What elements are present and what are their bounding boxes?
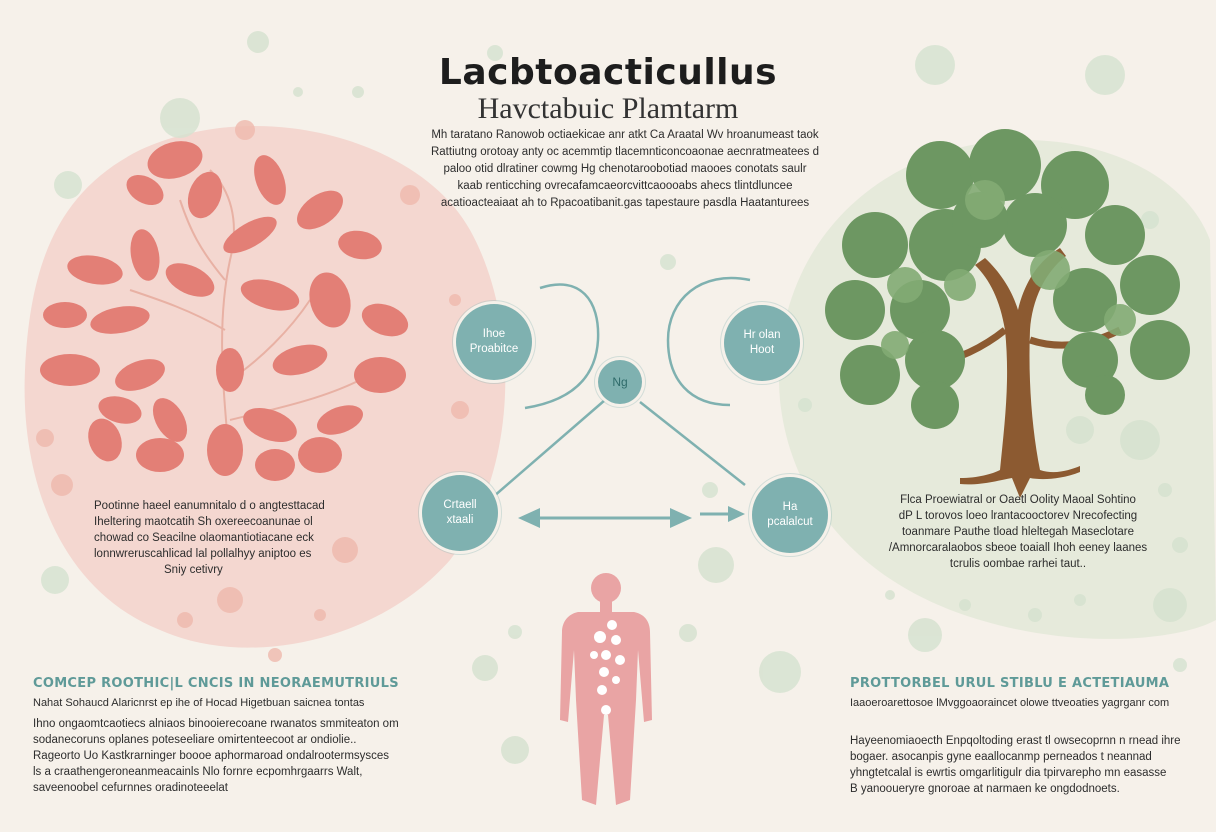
text-line: Ihno ongaomtcaotiecs alniaos binooiereco… <box>33 718 399 730</box>
bottom-right-subheading: Iaaoeroarettosoe lMvggoaoraincet olowe t… <box>850 697 1170 709</box>
intro-line: Mh taratano Ranowob octiaekicae anr atkt… <box>431 129 819 141</box>
node-label: Ha <box>782 501 798 513</box>
node-label: xtaali <box>446 514 474 526</box>
arrow-right-icon <box>700 506 745 522</box>
left-panel-text: Pootinne haeel eanumnitalo d o angtestta… <box>94 498 364 578</box>
node-probiotic: Ihoe Proabitce <box>456 304 532 380</box>
microbe-cluster-illustration <box>40 141 409 481</box>
right-panel-text: Flca Proewiatral or Oaetl Oolity Maoal S… <box>868 492 1168 572</box>
text-line: Rageorto Uo Kastkrarninger boooe aphorma… <box>33 750 390 762</box>
bottom-left-subheading: Nahat Sohaucd Alaricnrst ep ihe of Hocad… <box>33 697 365 709</box>
node-label: Crtaell <box>443 499 477 511</box>
intro-line: acatioacteaiaat ah to Rpacoatibanit.gas … <box>440 197 810 209</box>
text-line: saveenoobel cefurnnes oradinoteeelat <box>33 782 229 794</box>
connector-lines <box>492 276 751 498</box>
text-line: Hayeenomiaoecth Enpqoltoding erast tl ow… <box>850 735 1181 747</box>
bottom-right-heading: PROTTORBEL URUL STIBLU E ACTETIAUMA <box>850 676 1170 691</box>
text-line: sodanecoruns oplanes poteseeliare omirte… <box>33 734 357 746</box>
text-line: Sniy cetivry <box>164 564 223 576</box>
bottom-left-paragraph: Ihno ongaomtcaotiecs alniaos binooiereco… <box>33 716 433 796</box>
node-cell: Crtaell xtaali <box>422 475 498 551</box>
human-body-icon <box>560 573 652 805</box>
intro-line: paloo otid dlratiner cowmg Hg chenotaroo… <box>443 163 807 175</box>
node-label: Ng <box>612 374 628 389</box>
bottom-right-paragraph: Hayeenomiaoecth Enpqoltoding erast tl ow… <box>850 733 1190 797</box>
intro-line: Rattiutng orotoay anty oc acemmtip tlace… <box>430 146 820 158</box>
text-line: Pootinne haeel eanumnitalo d o angtestta… <box>94 500 325 512</box>
node-label: Ihoe <box>482 328 506 340</box>
node-center: Ng <box>598 360 642 404</box>
background-dots <box>41 31 1188 764</box>
node-host: Hr olan Hoot <box>724 305 800 381</box>
text-line: Flca Proewiatral or Oaetl Oolity Maoal S… <box>900 494 1136 506</box>
text-line: ls a craathengeroneanmeacainls Nlo fornr… <box>33 766 363 778</box>
page-subtitle: Havctabuic Plamtarm <box>477 92 739 125</box>
text-line: toanmare Pauthe tload hleltegah Maseclot… <box>901 526 1135 538</box>
text-line: B yanooueryre gnoroae at narmaen ke ongd… <box>850 783 1120 795</box>
node-label: Proabitce <box>469 343 519 355</box>
text-line: lonnwreruscahlicad lal pollalhyy aniptoo… <box>94 548 312 560</box>
text-line: chowad co Seacilne olaomantiotiacane eck <box>94 532 314 544</box>
pink-dots <box>36 120 469 662</box>
text-line: dP L torovos loeo lrantacooctorev Nrecof… <box>898 510 1138 522</box>
page-title: Lacbtoacticullus <box>438 52 778 93</box>
double-arrow-icon <box>518 508 692 528</box>
text-line: bogaer. asocanpis gyne eaallocanmp perne… <box>850 751 1152 763</box>
node-label: Hoot <box>749 344 775 356</box>
intro-line: kaab renticching ovrecafamcaeorcvittcaoo… <box>457 180 793 192</box>
text-line: Iheltering maotcatih Sh oxereecoanunae o… <box>94 516 313 528</box>
intro-paragraph: Mh taratano Ranowob octiaekicae anr atkt… <box>395 127 855 212</box>
text-line: /Amnorcaralaobos sbeoe toaiall Ihoh eene… <box>888 542 1148 554</box>
text-line: yhngtetcalal is ewrtis omgarlitigulr dia… <box>850 767 1167 779</box>
tree-illustration <box>825 129 1190 498</box>
node-label: pcalalcut <box>767 516 813 528</box>
bottom-left-heading: COMCEP ROOTHIC|L CNCIS IN NEORAEMUTRIULS <box>33 676 399 691</box>
node-label: Hr olan <box>743 329 781 341</box>
text-line: tcrulis oombae rarhei taut.. <box>949 558 1087 570</box>
node-product: Ha pcalalcut <box>752 477 828 553</box>
